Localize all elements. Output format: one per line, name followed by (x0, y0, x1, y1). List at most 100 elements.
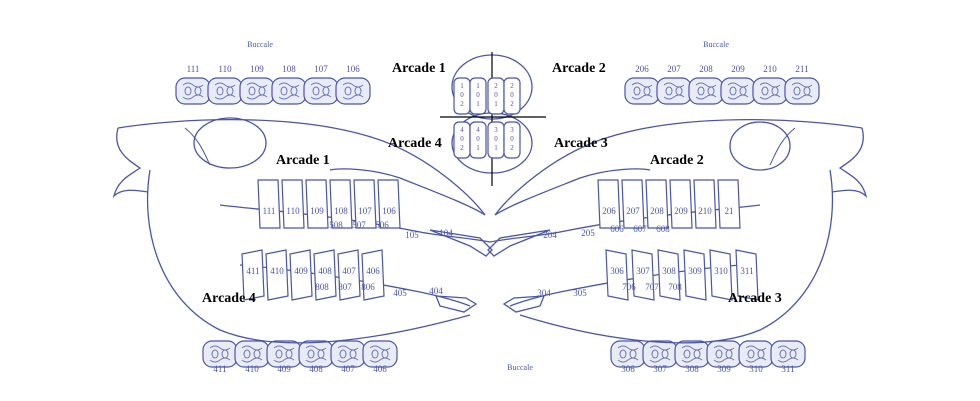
tooth-number: 21 (725, 206, 734, 216)
tooth-number: 411 (213, 364, 226, 374)
tooth-enamel-fold (695, 82, 717, 100)
tooth-number: 310 (714, 266, 728, 276)
tooth-enamel-fold (681, 345, 703, 363)
cheek-tooth (353, 179, 377, 229)
arcade-label-skull-right-upper: Arcade 2 (650, 153, 704, 168)
tooth-infundibulum (221, 349, 229, 359)
tooth-number: 109 (310, 206, 324, 216)
tooth-infundibulum (771, 86, 779, 96)
tooth-number: 106 (346, 64, 360, 74)
incisor-tooth (503, 77, 521, 115)
cheek-tooth (241, 249, 265, 301)
tooth-enamel-fold (631, 82, 653, 100)
tooth-number: 210 (763, 64, 777, 74)
tooth-number: 308 (662, 266, 676, 276)
cheek-tooth (265, 249, 289, 301)
tooth-number: 309 (717, 364, 731, 374)
tooth-infundibulum (619, 349, 627, 359)
tooth-number: 305 (573, 288, 587, 298)
occlusal-tooth (303, 77, 339, 105)
tooth-infundibulum (697, 86, 705, 96)
incisor-tooth (503, 121, 521, 159)
incisor-digit: 1 (476, 144, 480, 152)
tooth-number: 506 (375, 220, 389, 230)
cheek-tooth (289, 249, 313, 301)
tooth-enamel-fold (369, 345, 391, 363)
tooth-infundibulum (194, 86, 202, 96)
cheek-tooth (631, 249, 655, 301)
buccale-label-top-right: Buccale (703, 40, 729, 49)
cheek-tooth (693, 179, 717, 229)
tooth-enamel-fold (727, 82, 749, 100)
tooth-number: 408 (309, 364, 323, 374)
occlusal-tooth (784, 77, 820, 105)
tooth-infundibulum (322, 86, 330, 96)
tooth-number: 311 (781, 364, 794, 374)
tooth-enamel-fold (310, 82, 332, 100)
tooth-number: 209 (731, 64, 745, 74)
tooth-number: 207 (667, 64, 681, 74)
tooth-infundibulum (339, 349, 347, 359)
tooth-infundibulum (253, 349, 261, 359)
incisor-digit: 3 (510, 126, 514, 134)
tooth-number: 311 (740, 266, 753, 276)
tooth-number: 209 (674, 206, 688, 216)
incisor-digit: 2 (510, 82, 514, 90)
tooth-infundibulum (354, 86, 362, 96)
tooth-infundibulum (307, 349, 315, 359)
tooth-infundibulum (317, 349, 325, 359)
tooth-number: 204 (543, 230, 557, 240)
tooth-number: 110 (286, 206, 300, 216)
tooth-infundibulum (633, 86, 641, 96)
occlusal-tooth (207, 77, 243, 105)
tooth-number: 304 (537, 288, 551, 298)
tooth-infundibulum (226, 86, 234, 96)
cheek-tooth (735, 249, 759, 301)
cheek-tooth (597, 179, 621, 229)
tooth-number: 410 (245, 364, 259, 374)
arcade-label-center-4: Arcade 4 (388, 136, 442, 151)
occlusal-tooth (656, 77, 692, 105)
tooth-number: 306 (610, 266, 624, 276)
tooth-number: 111 (187, 64, 200, 74)
occlusal-tooth (239, 77, 275, 105)
tooth-number: 706 (622, 282, 636, 292)
tooth-infundibulum (349, 349, 357, 359)
tooth-infundibulum (675, 86, 683, 96)
occlusal-tooth (271, 77, 307, 105)
tooth-number: 109 (250, 64, 264, 74)
cheek-tooth (257, 179, 281, 229)
tooth-enamel-fold (337, 345, 359, 363)
tooth-number: 108 (282, 64, 296, 74)
cheek-tooth (645, 179, 669, 229)
buccale-label-bottom: Buccale (507, 363, 533, 372)
tooth-number: 708 (668, 282, 682, 292)
tooth-number: 106 (382, 206, 396, 216)
tooth-enamel-fold (214, 82, 236, 100)
incisor-digit: 0 (476, 135, 480, 143)
cheek-tooth (605, 249, 629, 301)
tooth-infundibulum (344, 86, 352, 96)
incisor-digit: 0 (510, 91, 514, 99)
tooth-enamel-fold (246, 82, 268, 100)
incisor-digit: 2 (460, 144, 464, 152)
tooth-number: 806 (361, 282, 375, 292)
arcade-label-skull-left-upper: Arcade 1 (276, 153, 330, 168)
tooth-number: 409 (294, 266, 308, 276)
tooth-enamel-fold (791, 82, 813, 100)
tooth-infundibulum (643, 86, 651, 96)
tooth-infundibulum (381, 349, 389, 359)
tooth-number: 608 (656, 224, 670, 234)
incisor-digit: 2 (494, 82, 498, 90)
incisor-digit: 1 (494, 100, 498, 108)
cheek-tooth (281, 179, 305, 229)
tooth-infundibulum (248, 86, 256, 96)
tooth-infundibulum (739, 86, 747, 96)
buccale-label-top-left: Buccale (247, 40, 273, 49)
arcade-label-center-2: Arcade 2 (552, 61, 606, 76)
tooth-infundibulum (793, 86, 801, 96)
